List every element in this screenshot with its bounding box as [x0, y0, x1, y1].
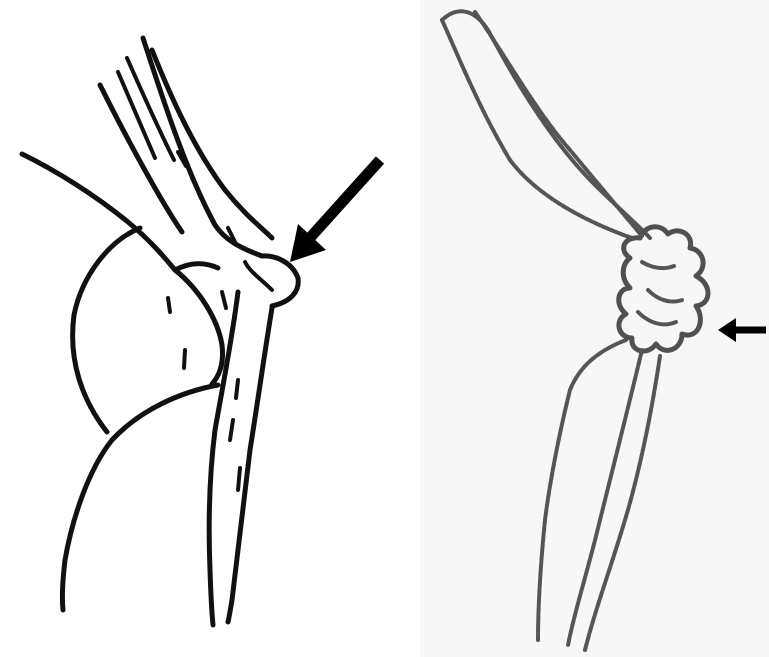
lobulated-mass: [619, 227, 708, 351]
joint-knob-inner: [245, 262, 272, 290]
right-panel: [420, 0, 769, 657]
distal-bone-outline-2: [228, 308, 272, 622]
lower-contour: [62, 385, 218, 610]
distal-bone-dash: [230, 380, 240, 490]
rounded-mass: [73, 228, 140, 432]
lower-bone-outline-3: [585, 356, 660, 650]
left-drawing: [0, 0, 420, 657]
left-panel: [0, 0, 420, 657]
upper-bone-outline-4: [118, 72, 155, 158]
right-drawing: [420, 0, 769, 657]
arrow-down-left-icon: [290, 160, 380, 262]
lobulated-mass-inner-1: [642, 262, 674, 268]
lobulated-mass-inner-3: [638, 312, 676, 324]
arrow-left-icon: [718, 318, 766, 342]
upper-bone-outline-1: [442, 20, 632, 238]
joint-knob: [262, 256, 298, 306]
lobulated-mass-inner-2: [648, 290, 682, 302]
upper-bone-outline-2: [442, 11, 650, 238]
